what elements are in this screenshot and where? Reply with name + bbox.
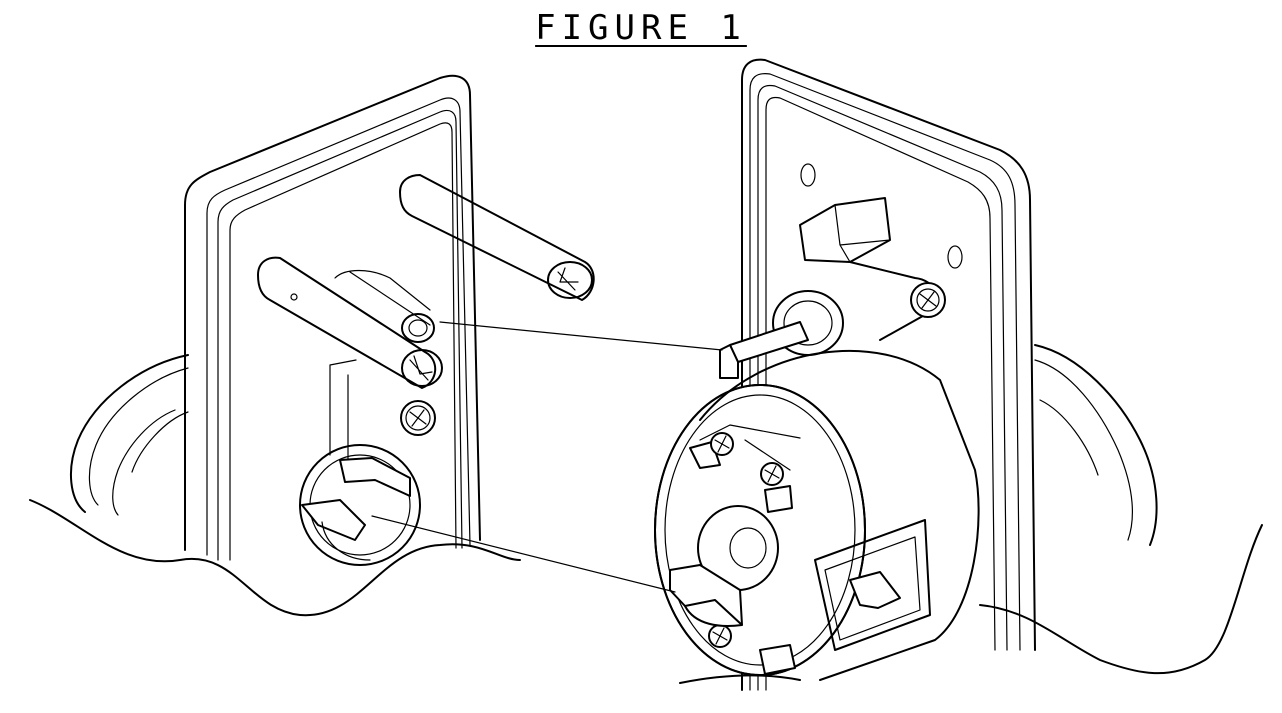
spindle-leader-line [439,321,723,351]
leader-lines [371,321,723,593]
figure-title: FIGURE 1 [0,8,1282,48]
hub-leader-line [371,515,676,593]
right-escutcheon [654,58,1263,691]
figure-title-text: FIGURE 1 [535,8,747,48]
left-escutcheon [29,74,595,617]
